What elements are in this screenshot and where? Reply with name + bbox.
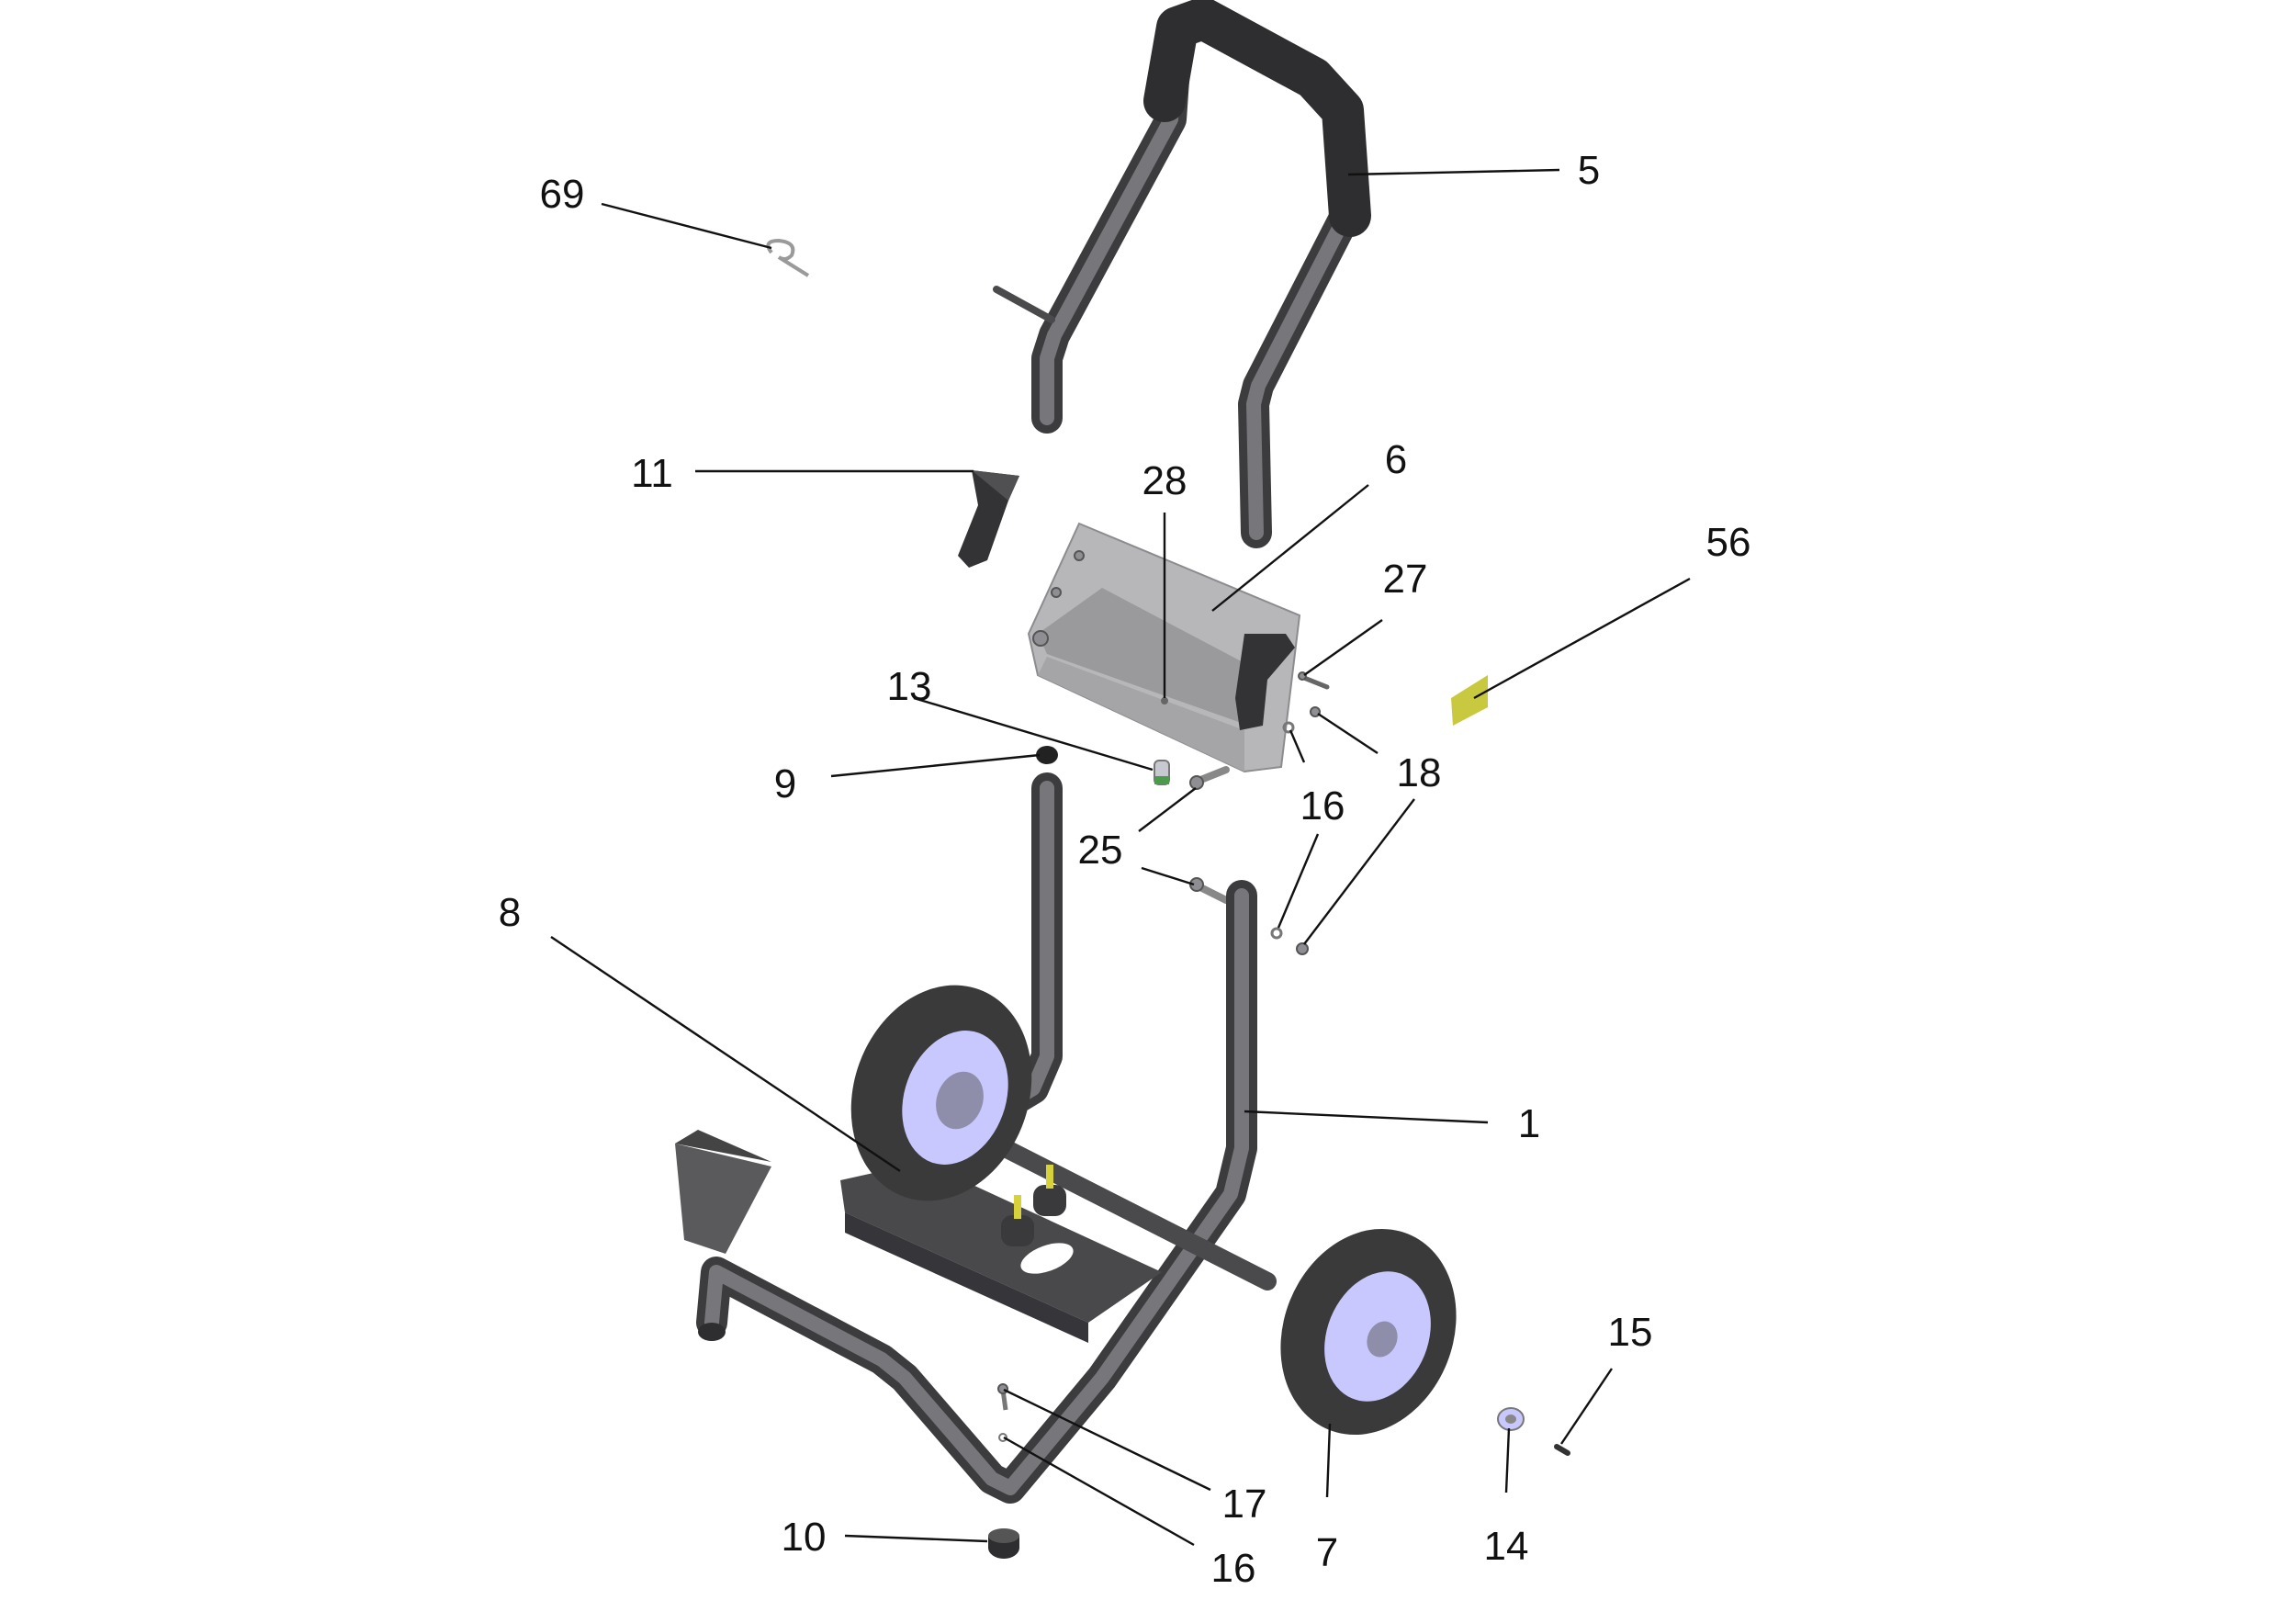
callout-1: 1 — [1518, 1101, 1540, 1146]
callout-5: 5 — [1578, 148, 1600, 193]
callout-13: 13 — [887, 664, 932, 709]
callout-56: 56 — [1706, 520, 1751, 565]
callout-25: 25 — [1078, 828, 1123, 873]
callout-16-lower: 16 — [1211, 1546, 1256, 1591]
callout-11: 11 — [631, 451, 673, 496]
callout-17: 17 — [1222, 1482, 1267, 1527]
callout-8: 8 — [499, 890, 521, 935]
wheel-right — [1280, 1228, 1457, 1436]
callout-6: 6 — [1385, 437, 1407, 482]
handle-part — [993, 0, 1371, 548]
callout-18-upper: 18 — [1397, 750, 1442, 795]
callout-16-upper: 16 — [1300, 783, 1345, 828]
callout-27: 27 — [1383, 557, 1428, 602]
callout-14: 14 — [1484, 1524, 1529, 1569]
callout-28: 28 — [1142, 458, 1187, 503]
small-hardware — [766, 238, 1570, 1559]
callout-10: 10 — [782, 1515, 827, 1560]
leader-lines — [550, 168, 1691, 1547]
callout-15: 15 — [1608, 1310, 1653, 1355]
left-holder-part — [958, 470, 1019, 568]
callout-69: 69 — [540, 172, 585, 217]
callout-7: 7 — [1316, 1530, 1338, 1575]
callout-numbers: 5 69 11 28 6 27 56 13 18 9 16 25 8 1 15 … — [499, 148, 1751, 1591]
callout-9: 9 — [774, 761, 796, 806]
wheel-left — [850, 985, 1032, 1201]
